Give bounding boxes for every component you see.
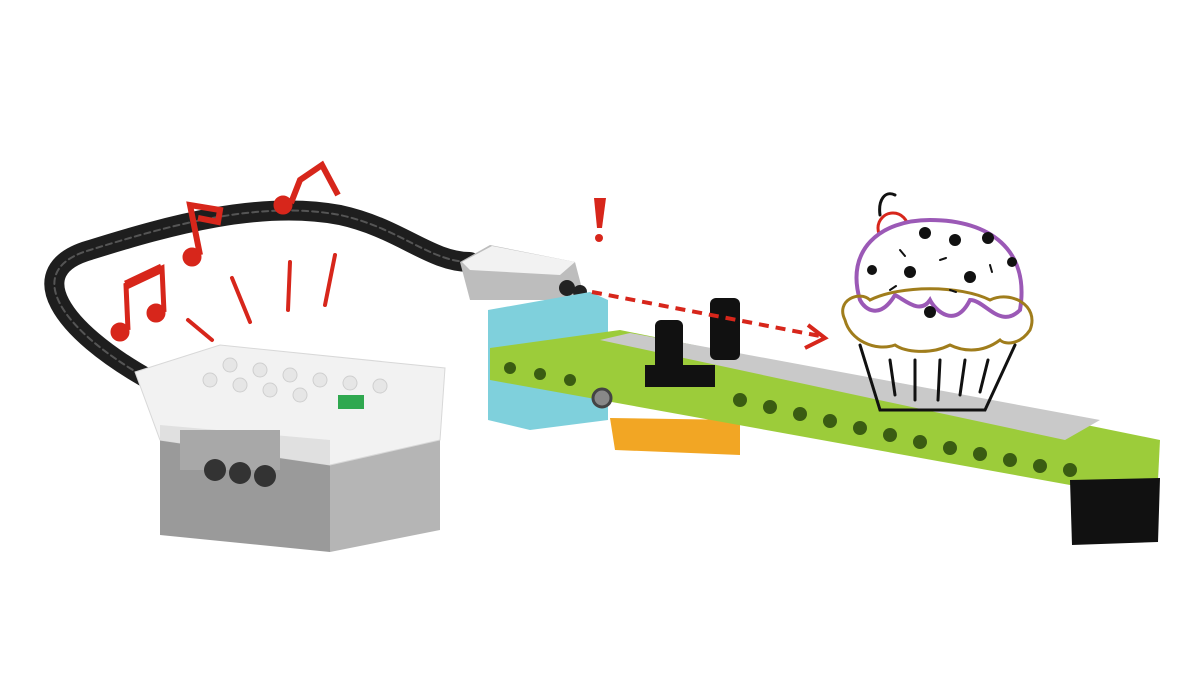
hub-light <box>338 395 364 409</box>
music-note-icon <box>273 160 341 215</box>
sound-lines <box>186 253 337 342</box>
smart-hub <box>134 344 446 552</box>
exclamation-icon <box>594 198 606 242</box>
black-connectors <box>645 298 740 387</box>
motion-sensor <box>460 245 587 300</box>
orange-brick <box>610 418 740 455</box>
music-note-icon <box>182 201 224 267</box>
black-brick <box>1070 478 1160 545</box>
dashed-arrow-icon <box>591 290 829 350</box>
music-note-icon <box>110 263 167 342</box>
cupcake-icon <box>841 192 1034 412</box>
